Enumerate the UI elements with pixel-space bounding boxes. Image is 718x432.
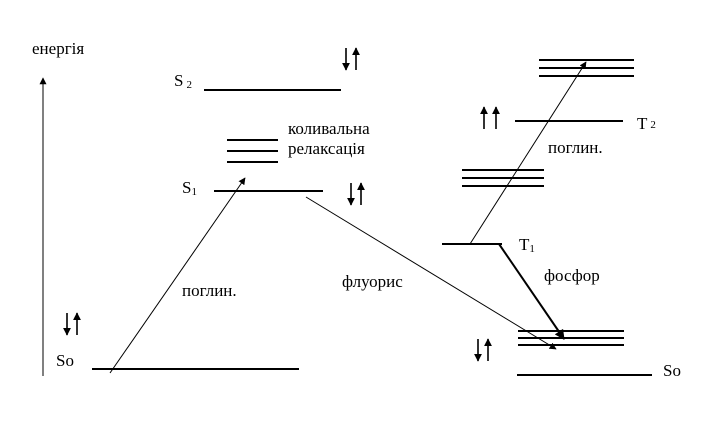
s0-left-label: So: [56, 351, 74, 370]
vibrational-relaxation-label: коливальна: [288, 119, 370, 138]
energy-axis-label: енергія: [32, 39, 84, 58]
spin-parallel-icon: [480, 106, 500, 129]
spin-pair-icon: [63, 312, 81, 336]
s0-right-label: So: [663, 361, 681, 380]
absorption-triplet-label: поглин.: [548, 138, 603, 157]
spin-pair-icon: [342, 47, 360, 71]
t1-label: T1: [519, 235, 535, 255]
absorption-singlet-arrow: [109, 177, 246, 374]
absorption-singlet-label: поглин.: [182, 281, 237, 300]
spin-pair-icon: [347, 182, 365, 206]
phosphorescence-arrow: [498, 243, 565, 340]
spin-pair-icon: [474, 338, 492, 362]
vibrational-relaxation-label: релаксація: [288, 139, 365, 158]
phosphorescence-label: фосфор: [544, 266, 600, 285]
absorption-triplet-arrow: [469, 61, 587, 245]
fluorescence-label: флуорис: [342, 272, 403, 291]
fluorescence-arrow: [305, 196, 557, 350]
s1-label: S1: [182, 178, 197, 198]
